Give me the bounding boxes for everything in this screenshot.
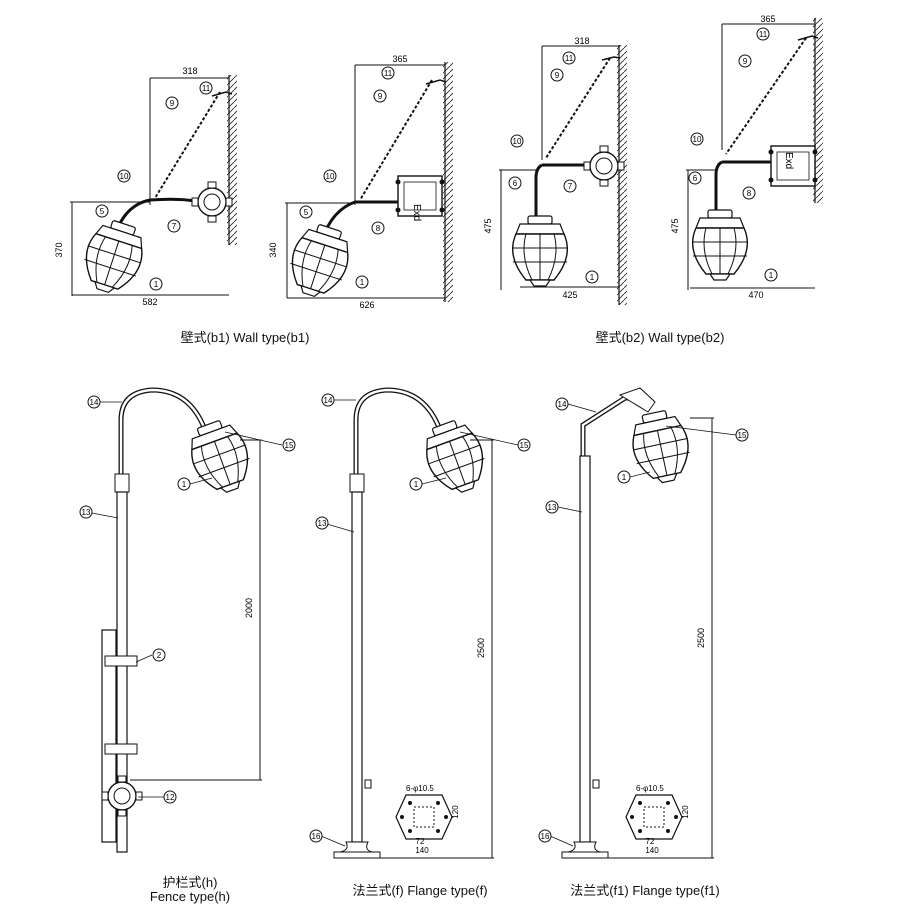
figure-f1: 2500 6-φ10.5 72 140 120 14 15 1 13 16	[538, 387, 749, 859]
b1box-dim-top: 365	[392, 54, 407, 64]
f-flange-h: 120	[451, 805, 460, 819]
b2-dim-height: 475	[483, 218, 493, 233]
b1box-callout-5: 5	[304, 208, 309, 217]
b1box-callout-10: 10	[326, 172, 335, 181]
f1-callout-15: 15	[738, 431, 747, 440]
f1-callout-16: 16	[541, 832, 550, 841]
b1-callout-11: 11	[202, 84, 211, 93]
f1-dim-height: 2500	[696, 628, 706, 648]
f-callout-14: 14	[324, 396, 333, 405]
b2-dim-bottom: 425	[562, 290, 577, 300]
f1-flange-w1: 72	[646, 837, 655, 846]
f-flange-w2: 140	[415, 846, 429, 855]
h-callout-14: 14	[90, 398, 99, 407]
b2-callout-6: 6	[513, 179, 518, 188]
f-flange-w1: 72	[416, 837, 425, 846]
f1-flange-holes: 6-φ10.5	[636, 784, 664, 793]
b1box-box-mark: Exd	[411, 204, 422, 221]
caption-b1: 壁式(b1) Wall type(b1)	[180, 330, 310, 345]
b2box-callout-9: 9	[743, 57, 748, 66]
h-callout-1: 1	[182, 480, 187, 489]
f-callout-13: 13	[318, 519, 327, 528]
b1box-callout-8: 8	[376, 224, 381, 233]
caption-f: 法兰式(f) Flange type(f)	[352, 883, 488, 898]
caption-b2: 壁式(b2) Wall type(b2)	[595, 330, 725, 345]
h-callout-2: 2	[157, 651, 162, 660]
b2box-callout-11: 11	[759, 30, 768, 39]
h-callout-15: 15	[285, 441, 294, 450]
b2box-dim-bottom: 470	[748, 290, 763, 300]
b2box-dim-height: 475	[670, 218, 680, 233]
f1-callout-13: 13	[548, 503, 557, 512]
b1-dim-height: 370	[54, 242, 64, 257]
b1-dim-top: 318	[182, 66, 197, 76]
b2box-box-mark: Exd	[783, 152, 794, 169]
b1-callout-7: 7	[172, 222, 177, 231]
f-callout-16: 16	[312, 832, 321, 841]
figure-b2: 318 475 425 11 9 10 6 7 1	[483, 36, 627, 305]
f1-flange-h: 120	[681, 805, 690, 819]
b1box-dim-height: 340	[268, 242, 278, 257]
f1-callout-1: 1	[622, 473, 627, 482]
b2box-dim-top: 365	[760, 14, 775, 24]
figure-f: 2500 6-φ10.5 72 140 120 14 15 1 13 16	[309, 387, 531, 859]
b2-callout-1: 1	[590, 273, 595, 282]
h-dim-height: 2000	[244, 598, 254, 618]
figure-b1: 318 370 582 11 9 10 5 7 1	[54, 66, 237, 307]
b1box-dim-bottom: 626	[359, 300, 374, 310]
b1box-callout-9: 9	[378, 92, 383, 101]
f-flange-holes: 6-φ10.5	[406, 784, 434, 793]
caption-h-en: Fence type(h)	[149, 889, 231, 904]
f-callout-15: 15	[520, 441, 529, 450]
f1-flange-w2: 140	[645, 846, 659, 855]
b1box-callout-1: 1	[360, 278, 365, 287]
f-dim-height: 2500	[476, 638, 486, 658]
b1-callout-5: 5	[100, 207, 105, 216]
b1box-callout-11: 11	[384, 69, 393, 78]
b2-dim-top: 318	[574, 36, 589, 46]
h-callout-12: 12	[166, 793, 175, 802]
caption-h-cn: 护栏式(h)	[162, 875, 218, 890]
b2-callout-11: 11	[565, 54, 574, 63]
figure-b1-box: 365 Exd 340 626 11 9 10 5 8 1	[268, 54, 453, 310]
f-callout-1: 1	[414, 480, 419, 489]
figure-h: 2000 14 15 1 13 2 12	[79, 387, 296, 853]
b1-callout-1: 1	[154, 280, 159, 289]
b2box-callout-1: 1	[769, 271, 774, 280]
b2-callout-9: 9	[555, 71, 560, 80]
b1-dim-bottom: 582	[142, 297, 157, 307]
figure-b2-box: 365 Exd 475 470 11 9 10 6 8 1	[670, 14, 823, 300]
b2-callout-7: 7	[568, 182, 573, 191]
b2-callout-10: 10	[513, 137, 522, 146]
f1-callout-14: 14	[558, 400, 567, 409]
h-callout-13: 13	[82, 508, 91, 517]
b2box-callout-10: 10	[693, 135, 702, 144]
caption-f1: 法兰式(f1) Flange type(f1)	[570, 883, 720, 898]
b2box-callout-8: 8	[747, 189, 752, 198]
b2box-callout-6: 6	[693, 174, 698, 183]
b1-callout-10: 10	[120, 172, 129, 181]
b1-callout-9: 9	[170, 99, 175, 108]
